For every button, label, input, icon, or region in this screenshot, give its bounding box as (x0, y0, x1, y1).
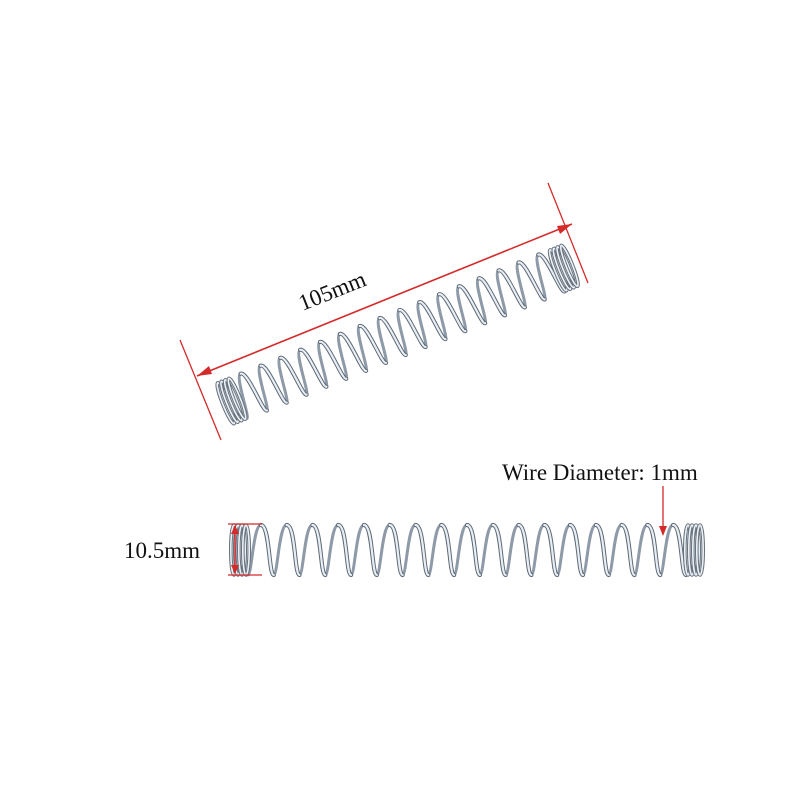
wire-diameter-label: Wire Diameter: 1mm (502, 460, 698, 485)
spring-coil-front (362, 523, 378, 577)
spring-coil-front (437, 293, 467, 333)
spring-coil-front (440, 523, 456, 577)
spring-coil-back (426, 523, 443, 577)
length-dimension (179, 182, 589, 441)
spring-coil-back (452, 523, 469, 577)
spring-end-coil-highlight (695, 524, 704, 576)
length-label: 105mm (295, 266, 370, 315)
spring-coil-back (323, 523, 340, 577)
spring-coil-front (398, 309, 427, 349)
length-dimension-line (196, 223, 573, 377)
dimension-arrow-icon (231, 565, 239, 574)
spring-coil-front (318, 340, 348, 380)
spring-coil-front (646, 523, 662, 577)
spring-coil-front (594, 523, 610, 577)
spring-coil-front (457, 285, 487, 325)
spring-coil-front (239, 372, 268, 412)
spring-coil-back (529, 523, 546, 577)
spring-coil-back (581, 523, 598, 577)
spring-coil-back (607, 523, 624, 577)
spring-coil-front (491, 523, 507, 577)
spring-end-coil-highlight (691, 524, 700, 576)
spring-coil-back (246, 523, 263, 577)
spring-coil-back (632, 523, 649, 577)
spring-coil-front (378, 316, 407, 357)
spring-coil-front (568, 523, 585, 577)
length-extension-left (179, 339, 222, 441)
spring-coil-back (375, 523, 392, 577)
spring-coil-front (259, 364, 288, 404)
spring-coil-back (401, 523, 417, 577)
spring-coil-front (299, 348, 328, 388)
spring-coil-back (272, 523, 289, 577)
spring-side-view (228, 522, 705, 578)
dimension-arrow-icon (659, 526, 667, 536)
spring-coil-front (388, 523, 404, 577)
spring-top-view (215, 243, 580, 426)
spring-coil-front (337, 523, 353, 577)
spring-coil-front (620, 523, 636, 577)
spring-coil-back (349, 523, 366, 577)
length-extension-right (547, 182, 589, 284)
dimension-arrow-icon (197, 366, 212, 376)
spring-coil-front (311, 523, 327, 577)
spring-coil-front (338, 332, 368, 372)
spring-coil-front (285, 523, 301, 577)
spring-end-coil-highlight (223, 379, 243, 422)
spring-coil-back (555, 523, 572, 577)
diameter-dimension (228, 523, 262, 576)
spring-end-coil-highlight (227, 377, 247, 421)
dimension-arrow-icon (231, 525, 239, 534)
spring-coil-back (478, 523, 495, 577)
wire-diameter-callout (659, 486, 667, 536)
spring-coil-front (414, 523, 430, 577)
spring-end-coil-highlight (556, 246, 576, 289)
spring-coil-front (497, 269, 526, 309)
spring-coil-front (465, 523, 481, 577)
spring-coil-front (672, 523, 688, 577)
spring-coil-front (517, 261, 546, 301)
spring-coil-front (358, 324, 388, 365)
spring-coil-front (517, 523, 533, 577)
spring-coil-front (418, 301, 447, 341)
spring-coil-front (543, 523, 559, 577)
outer-diameter-label: 10.5mm (124, 538, 200, 563)
spring-coil-back (504, 523, 521, 577)
spring-coil-front (279, 356, 308, 396)
spring-coil-back (298, 523, 314, 577)
dimension-arrow-icon (557, 224, 572, 234)
spring-end-coil-highlight (559, 244, 579, 288)
spring-coil-front (259, 523, 275, 577)
spring-coil-front (477, 277, 507, 317)
